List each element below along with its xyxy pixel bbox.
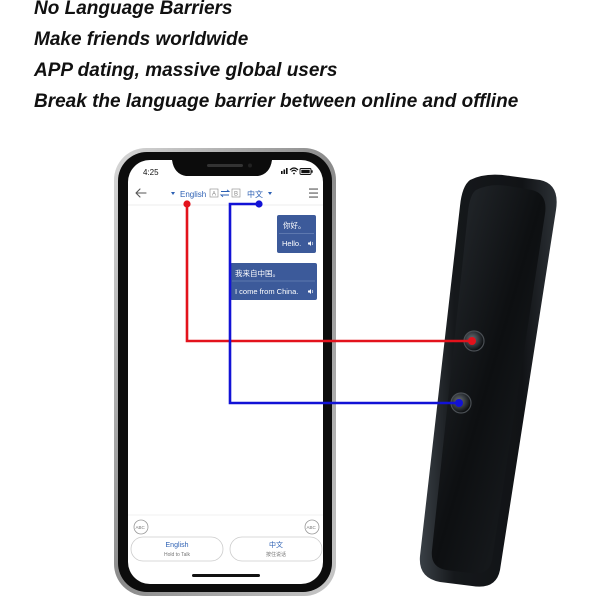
smartphone: 4:25 English A B 中文 xyxy=(114,148,336,596)
right-button-hint: 按住说话 xyxy=(266,551,286,558)
battery-icon xyxy=(299,168,313,175)
hold-to-talk-english-button[interactable]: English Hold to Talk xyxy=(130,536,224,562)
left-button-lang: English xyxy=(166,542,189,549)
status-time: 4:25 xyxy=(143,168,159,177)
right-button-lang: 中文 xyxy=(269,540,283,549)
message-bubble-2[interactable]: 我来自中国。 I come from China. xyxy=(230,263,317,300)
swap-icon[interactable]: A B xyxy=(209,188,241,198)
keyboard-icon-right-text: ABC xyxy=(307,525,317,530)
keyboard-icon-left-text: ABC xyxy=(136,525,146,530)
phone-notch xyxy=(172,160,272,176)
headline-1: No Language Barriers xyxy=(34,0,233,19)
speaker-icon[interactable] xyxy=(308,241,314,246)
source-lang-dropdown-icon[interactable] xyxy=(171,192,175,195)
menu-icon[interactable] xyxy=(309,188,318,198)
left-button-hint: Hold to Talk xyxy=(164,552,191,558)
keyboard-icon[interactable]: ABC xyxy=(133,519,149,535)
red-connector xyxy=(183,200,476,345)
phone-speaker xyxy=(207,164,243,167)
message-1-translation: Hello. xyxy=(282,239,301,248)
signal-icon xyxy=(281,168,288,174)
message-2-translation: I come from China. xyxy=(235,287,298,296)
blue-connector xyxy=(228,200,463,407)
headline-4: Break the language barrier between onlin… xyxy=(34,91,519,112)
message-1-original: 你好。 xyxy=(283,220,306,230)
back-arrow-icon[interactable] xyxy=(135,188,147,198)
keyboard-icon[interactable]: ABC xyxy=(304,519,320,535)
speaker-icon[interactable] xyxy=(308,289,314,294)
headline-2: Make friends worldwide xyxy=(34,29,249,50)
device-face xyxy=(431,185,546,574)
target-lang-dropdown-icon[interactable] xyxy=(268,192,272,195)
phone-camera xyxy=(248,163,252,168)
swap-icon-a: A xyxy=(212,192,216,198)
translator-device xyxy=(419,174,557,587)
target-lang-label[interactable]: 中文 xyxy=(247,189,263,199)
message-bubble-1[interactable]: 你好。 Hello. xyxy=(277,215,316,253)
swap-icon-b: B xyxy=(234,192,238,198)
home-indicator xyxy=(192,574,260,577)
wifi-icon xyxy=(289,167,299,175)
message-2-original: 我来自中国。 xyxy=(235,268,280,278)
headline-3: APP dating, massive global users xyxy=(34,60,338,81)
source-lang-label[interactable]: English xyxy=(180,190,206,199)
hold-to-talk-chinese-button[interactable]: 中文 按住说话 xyxy=(229,536,323,562)
